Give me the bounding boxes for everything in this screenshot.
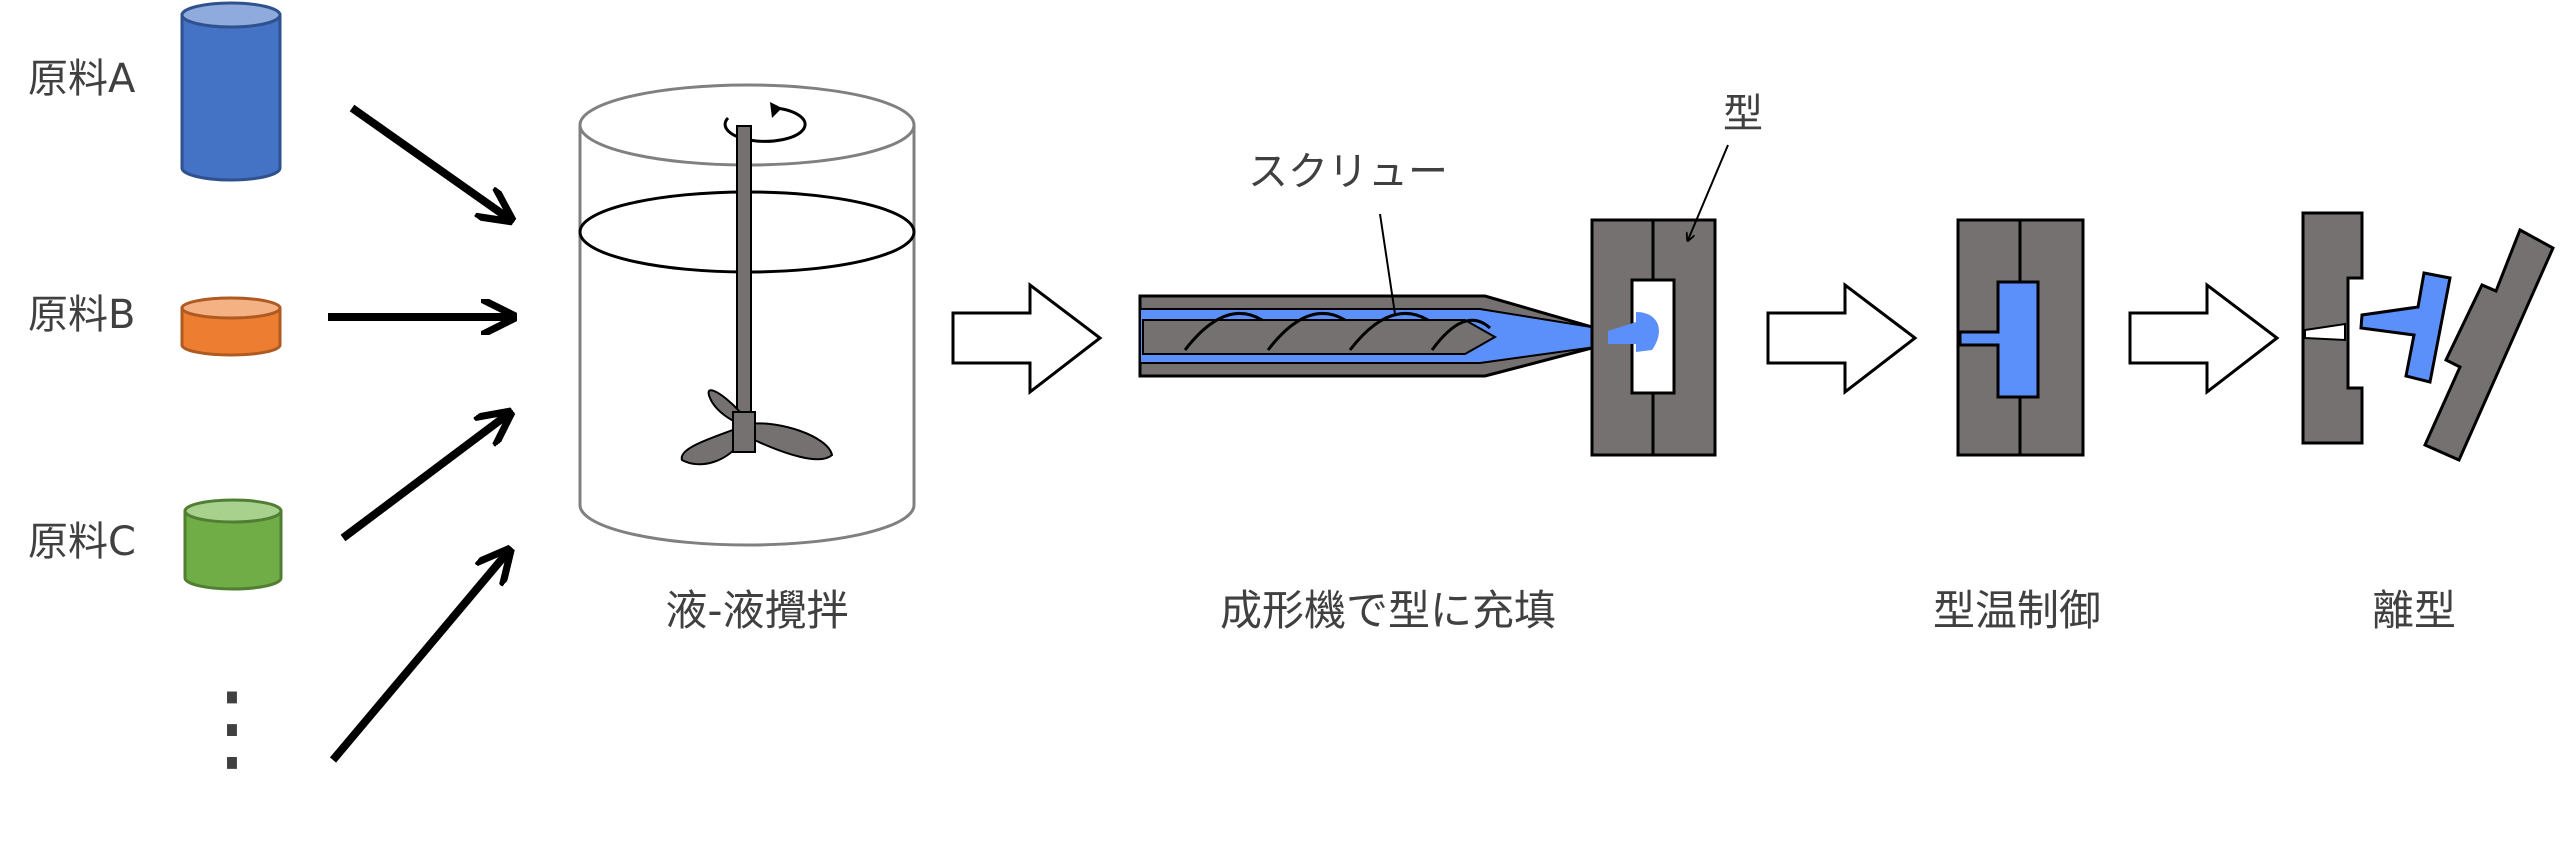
step-release-label: 離型 (2372, 586, 2456, 635)
screw-callout-line (1379, 213, 1396, 315)
mold-closed-1 (1590, 218, 1717, 457)
feed-arrow-c (340, 415, 507, 542)
mold-open (2301, 211, 2555, 462)
step-mixing-label: 液-液攪拌 (665, 586, 848, 635)
screw (1142, 311, 1498, 355)
stirrer-shaft (736, 125, 752, 417)
molded-part (1958, 280, 2040, 399)
block-arrow-2 (1766, 281, 1918, 396)
step-molding-label: 成形機で型に充填 (1220, 586, 1556, 635)
material-b-label: 原料B (28, 292, 135, 338)
stirrer (680, 102, 834, 466)
material-c-cylinder (183, 498, 283, 591)
mold-callout-line (1688, 144, 1729, 240)
fill-front (1608, 312, 1659, 352)
material-a-label: 原料A (28, 56, 136, 102)
step-temperature-label: 型温制御 (1933, 586, 2101, 635)
mold-callout-label: 型 (1723, 91, 1763, 137)
feed-arrow-more (329, 553, 507, 763)
mold-closed-2 (1956, 218, 2085, 457)
more-materials-indicator: ⋮ (184, 671, 280, 783)
screw-callout-label: スクリュー (1248, 149, 1448, 195)
block-arrow-3 (2128, 281, 2280, 396)
mold-right-half (2423, 227, 2555, 462)
material-b-cylinder (180, 296, 282, 357)
material-c-label: 原料C (28, 519, 136, 565)
material-a-cylinder (180, 1, 282, 182)
feed-arrow-a (349, 104, 508, 218)
released-part (2359, 271, 2452, 384)
feed-arrows (328, 104, 510, 763)
block-arrow-1 (951, 281, 1103, 396)
